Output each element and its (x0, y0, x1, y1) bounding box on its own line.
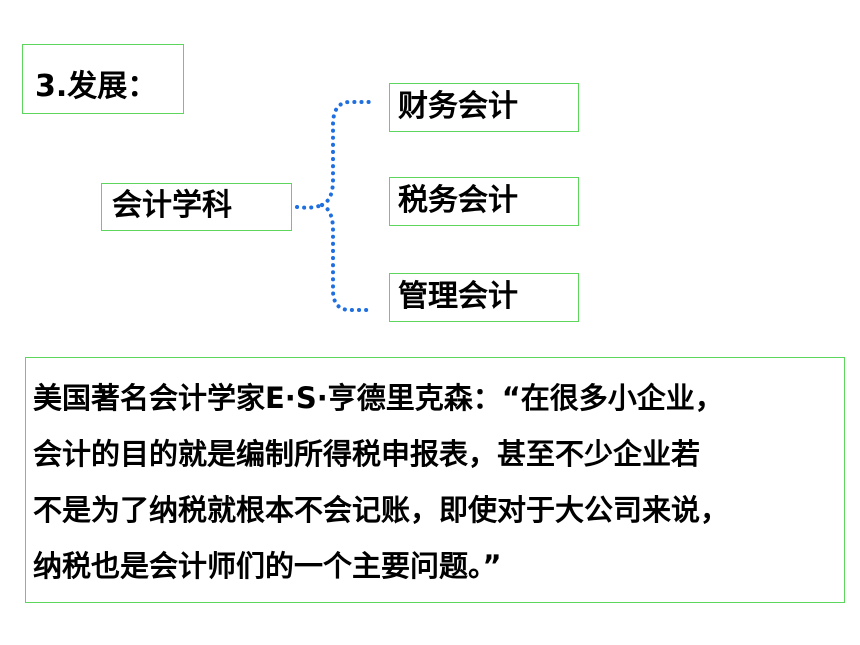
child-node-box-2 (389, 177, 579, 226)
root-node-box (101, 183, 292, 231)
quote-text: 美国著名会计学家E·S·亨德里克森：“在很多小企业， 会计的目的就是编制所得税申… (33, 370, 838, 594)
child-node-label-3: 管理会计 (398, 279, 518, 314)
child-node-label-2: 税务会计 (398, 183, 518, 218)
connector-trunk (320, 100, 372, 207)
connector-root (295, 203, 324, 210)
connector-bottom (320, 203, 374, 312)
child-node-label-1: 财务会计 (398, 89, 518, 124)
quote-box (25, 357, 845, 603)
section-title: 3.发展： (35, 69, 158, 104)
child-node-box-1 (389, 83, 579, 132)
title-box (22, 44, 184, 114)
quote-line-2: 会计的目的就是编制所得税申报表，甚至不少企业若 (33, 437, 701, 471)
quote-line-4: 纳税也是会计师们的一个主要问题。” (33, 549, 502, 583)
root-node-label: 会计学科 (112, 188, 232, 223)
child-node-box-3 (389, 273, 579, 322)
quote-line-3: 不是为了纳税就根本不会记账，即使对于大公司来说， (33, 493, 730, 527)
quote-line-1: 美国著名会计学家E·S·亨德里克森：“在很多小企业， (33, 381, 724, 415)
